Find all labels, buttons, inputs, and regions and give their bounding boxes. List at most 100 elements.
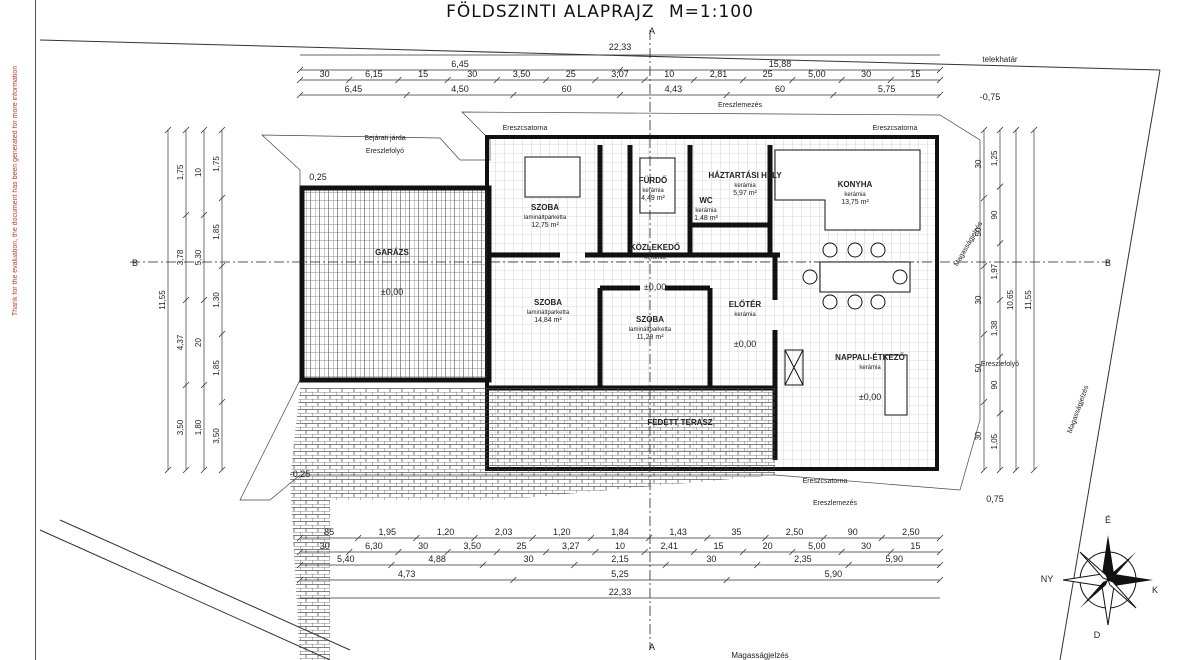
dim-left-col1-tick: [182, 211, 190, 219]
dim-left-col3-tick: [218, 126, 226, 134]
room-level: ±0,00: [859, 392, 881, 402]
dim-right-col2-label: 1,25: [990, 150, 999, 166]
dim-top-row2-tick: [542, 76, 550, 84]
dim-bottom-row1-tick: [529, 534, 537, 542]
room-floor: kerámia: [642, 188, 664, 194]
dim-bottom-row1-tick: [471, 534, 478, 542]
dim-top-row2-tick: [395, 76, 402, 84]
room-floor: lamináltparketta: [527, 310, 570, 316]
room-name: WC: [699, 196, 713, 205]
dim-left-col1-tick: [182, 126, 190, 134]
dim-bottom-row4-tick: [510, 576, 517, 584]
dim-left-col3-label: 1,85: [212, 360, 221, 376]
dim-right-col3-tick: [980, 398, 988, 406]
sheet-border-line: [35, 0, 36, 660]
dim-right-col3-label: 30: [974, 159, 983, 168]
dim-top-row2-tick: [493, 76, 501, 84]
dim-bottom-row2-label: 15: [910, 541, 920, 551]
dim-top-row3-label: 60: [775, 84, 785, 94]
room-area: 4,49 m²: [641, 195, 665, 202]
dim-bottom-row1-label: 1,43: [669, 527, 687, 537]
drawing-title-scale: M=1:100: [668, 2, 754, 22]
dim-bottom-row2-label: 30: [320, 541, 330, 551]
label-ereszcsatorna-1: Ereszcsatorna: [503, 125, 548, 132]
dim-right-col2-tick: [996, 353, 1004, 360]
dim-top-row2-label: 3,07: [611, 69, 629, 79]
dim-bottom-row1-label: 2,03: [495, 527, 513, 537]
compass-east-letter: K: [1152, 585, 1158, 595]
dim-right-overall-tick: [1030, 466, 1038, 474]
dim-bottom-row3-label: 4,88: [428, 554, 446, 564]
dim-top-row3-label: 5,75: [878, 84, 896, 94]
dim-top-row2-tick: [838, 76, 845, 84]
room-name: KONYHA: [838, 180, 873, 189]
dim-left-col3-label: 3,50: [212, 428, 221, 444]
label-ereszlefolyo-2: Ereszlefolyó: [981, 361, 1019, 368]
dim-left-overall-tick: [164, 126, 172, 134]
dim-bottom-row2-label: 10: [615, 541, 625, 551]
dim-left-col3-tick: [218, 398, 226, 406]
dim-bottom-row2-tick: [592, 548, 599, 556]
dim-bottom-row1-label: 90: [848, 527, 858, 537]
dim-left-overall-tick: [164, 466, 172, 474]
dim-top-row2-tick: [592, 76, 599, 84]
dim-bottom-row1-tick: [762, 534, 769, 542]
dim-bottom-row3-label: 5,90: [886, 554, 904, 564]
dim-left-col1-tick: [182, 296, 190, 304]
sofa: [884, 354, 908, 416]
dim-top-row2-label: 30: [320, 69, 330, 79]
dim-bottom-row4-label: 5,25: [611, 569, 629, 579]
dim-bottom-row4-label: 5,90: [825, 569, 843, 579]
dim-bottom-row3-tick: [662, 561, 669, 569]
dim-right-col3-tick: [980, 126, 988, 134]
dim-right-col2-tick: [996, 296, 1004, 304]
dim-right-col2-tick: [996, 410, 1004, 417]
dim-right-col3-label: 30: [974, 431, 983, 440]
room-floor: lamináltparketta: [524, 215, 567, 221]
dim-bottom-row3-tick: [479, 561, 487, 569]
room-name: KÖZLEKEDŐ: [630, 243, 680, 252]
dim-bottom-overall: 22,33: [609, 587, 632, 597]
dim-top-row2-label: 5,00: [808, 69, 826, 79]
dim-left-col2-tick: [200, 126, 208, 134]
dim-left-col1-label: 3,50: [176, 419, 185, 435]
telekhatar-label: telekhatár: [982, 55, 1017, 64]
dim-bottom-row3-tick: [936, 561, 944, 569]
dim-top-row3-tick: [403, 91, 410, 99]
dim-top-row2-label: 3,50: [513, 69, 531, 79]
dim-right-col2-label: 1,97: [990, 263, 999, 279]
dim-bottom-row3-label: 30: [524, 554, 534, 564]
dim-bottom-row3-tick: [753, 561, 761, 569]
dim-left-col2-label: 1,80: [194, 419, 203, 435]
dim-bottom-row2-tick: [739, 548, 747, 556]
dim-top-row2-tick: [690, 76, 698, 84]
dim-bottom-row1-label: 1,95: [379, 527, 397, 537]
dim-top-row2-tick: [887, 76, 895, 84]
dim-left-overall-label: 11,55: [158, 290, 167, 310]
dim-bottom-row1-tick: [703, 534, 711, 542]
dim-left-col3-tick: [218, 466, 226, 474]
label-bottom-magassag: Magasságjelzés: [731, 651, 788, 660]
dim-right-col2-label: 1,38: [990, 320, 999, 336]
compass-north-letter: É: [1105, 515, 1111, 525]
bed: [524, 156, 581, 198]
dim-right-col3-label: 30: [974, 295, 983, 304]
dim-bottom-row2-label: 15: [713, 541, 723, 551]
dim-bottom-row1-label: 2,50: [786, 527, 804, 537]
dim-right-col1-tick: [1012, 126, 1020, 134]
dim-bottom-row1-label: 35: [731, 527, 741, 537]
dim-bottom-row1-tick: [296, 534, 304, 542]
dim-left-col3-label: 1,30: [212, 292, 221, 308]
dim-bottom-row2-label: 3,50: [464, 541, 482, 551]
dim-top-row2-tick: [739, 76, 747, 84]
dim-bottom-row2-tick: [641, 548, 648, 556]
dim-bottom-row1-tick: [936, 534, 944, 542]
room-name: HÁZTARTÁSI HELY: [708, 171, 782, 180]
dim-right-col3-tick: [980, 194, 988, 202]
dim-top-row2-label: 25: [763, 69, 773, 79]
terrace-paving: [290, 388, 775, 660]
dim-bottom-row2-tick: [296, 548, 304, 556]
